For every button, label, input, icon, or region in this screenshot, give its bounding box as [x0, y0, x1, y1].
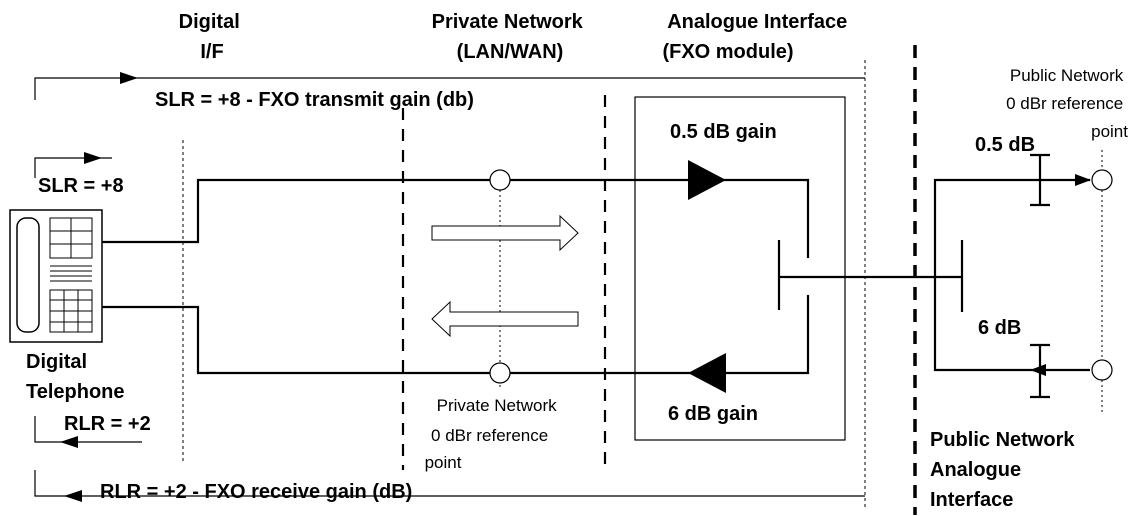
header-analogue-interface: Analogue Interface (FXO module) — [662, 11, 852, 63]
forward-arrow-icon — [431, 214, 579, 252]
telephone-label: Digital Telephone — [26, 351, 125, 403]
digital-telephone-icon — [9, 209, 103, 343]
public-reference-point-transmit — [1091, 169, 1113, 191]
rlr-label: RLR = +2 — [64, 413, 151, 435]
private-reference-point-transmit — [489, 169, 511, 191]
rlr-total-path — [34, 470, 865, 502]
header-private-network: Private Network (LAN/WAN) — [432, 11, 589, 63]
slr-total-label: SLR = +8 - FXO transmit gain (db) — [155, 89, 474, 111]
receive-path — [102, 295, 810, 375]
header-digital-if: Digital I/F — [179, 11, 246, 63]
transmit-pad-icon — [1030, 153, 1050, 207]
transmit-path — [102, 178, 810, 258]
receive-pad-label: 6 dB — [978, 317, 1021, 339]
transmit-amplifier-icon — [688, 160, 726, 200]
private-reference-point-receive — [489, 362, 511, 384]
receive-amplifier-icon — [688, 353, 726, 393]
fxo-module-box — [634, 96, 846, 441]
receive-pad-icon — [1030, 343, 1050, 399]
public-transmit-path — [933, 174, 1091, 277]
slr-label: SLR = +8 — [38, 175, 124, 197]
private-reference-label: Private Network 0 dBr reference point — [425, 396, 562, 472]
rlr-path — [34, 416, 142, 448]
slr-total-path — [34, 72, 865, 100]
fxo-transmit-gain: 0.5 dB gain — [670, 121, 777, 143]
slr-path — [34, 152, 112, 178]
public-reference-label: Public Network 0 dBr reference point — [1006, 66, 1128, 141]
fxo-receive-gain: 6 dB gain — [668, 403, 758, 425]
public-receive-arrow-icon — [1030, 364, 1046, 376]
transmit-pad-label: 0.5 dB — [975, 134, 1035, 156]
rlr-total-label: RLR = +2 - FXO receive gain (dB) — [100, 481, 412, 503]
backward-arrow-icon — [431, 300, 579, 338]
public-reference-point-receive — [1091, 359, 1113, 381]
public-interface-label: Public Network Analogue Interface — [930, 429, 1080, 511]
